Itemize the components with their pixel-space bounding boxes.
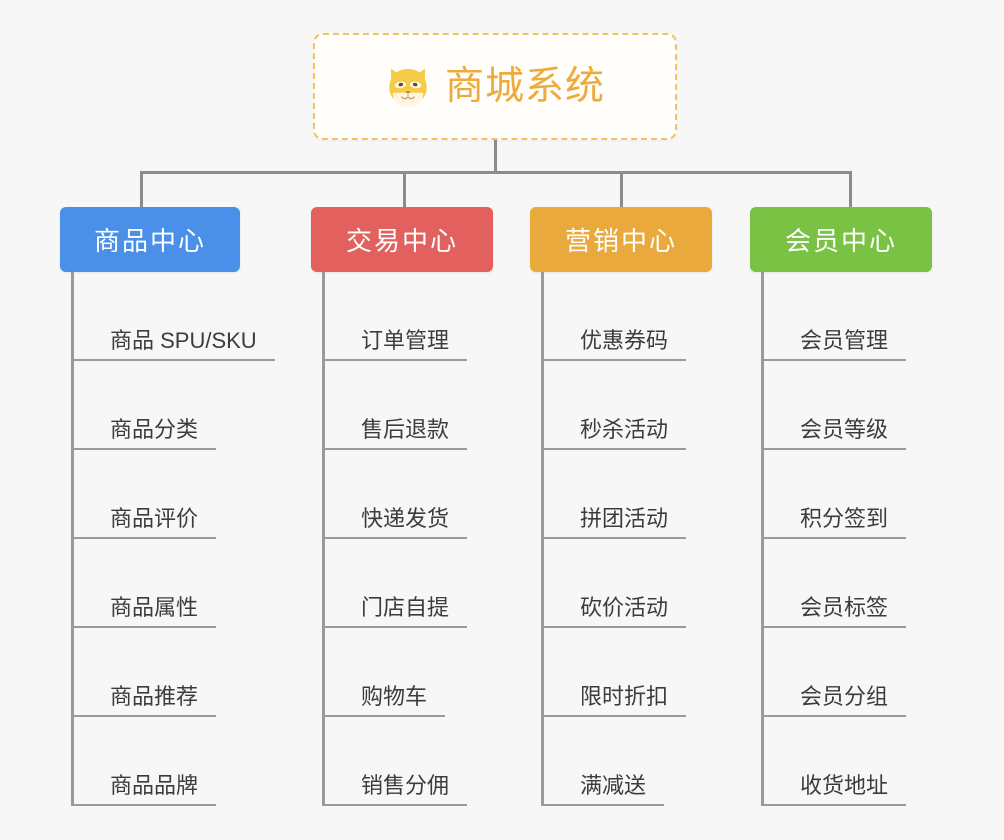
list-item[interactable]: 会员等级 [764,361,980,450]
leaf-label: 积分签到 [764,506,907,539]
category-label: 交易中心 [345,226,458,256]
list-item[interactable]: 砍价活动 [544,539,760,628]
branch-column-marketing-center: 营销中心 优惠券码 秒杀活动 拼团活动 砍价活动 限时折扣 满减送 [530,207,760,806]
leaf-label: 商品 SPU/SKU [74,328,275,361]
category-label: 会员中心 [784,226,897,256]
list-item[interactable]: 限时折扣 [544,628,760,717]
leaf-label: 商品推荐 [74,684,217,717]
category-label: 商品中心 [93,226,206,256]
leaf-list-member-center: 会员管理 会员等级 积分签到 会员标签 会员分组 收货地址 [761,272,980,806]
list-item[interactable]: 商品品牌 [74,717,310,806]
list-item[interactable]: 会员管理 [764,272,980,361]
leaf-label: 门店自提 [325,595,468,628]
connector-drop-2 [403,171,406,207]
list-item[interactable]: 售后退款 [325,361,541,450]
list-item[interactable]: 快递发货 [325,450,541,539]
root-node-content: 商城系统 [385,64,605,110]
list-item[interactable]: 商品评价 [74,450,310,539]
list-item[interactable]: 秒杀活动 [544,361,760,450]
leaf-label: 会员等级 [764,417,907,450]
connector-root-stem [494,140,497,173]
leaf-label: 商品属性 [74,595,217,628]
leaf-label: 秒杀活动 [544,417,687,450]
category-box-marketing-center[interactable]: 营销中心 [530,207,712,272]
list-item[interactable]: 拼团活动 [544,450,760,539]
leaf-label: 购物车 [325,684,446,717]
connector-horizontal-bus [140,171,852,174]
list-item[interactable]: 销售分佣 [325,717,541,806]
leaf-label: 满减送 [544,773,665,806]
root-title-label: 商城系统 [444,65,605,108]
category-box-trade-center[interactable]: 交易中心 [311,207,493,272]
list-item[interactable]: 商品分类 [74,361,310,450]
list-item[interactable]: 商品属性 [74,539,310,628]
leaf-label: 限时折扣 [544,684,687,717]
branch-column-member-center: 会员中心 会员管理 会员等级 积分签到 会员标签 会员分组 收货地址 [750,207,980,806]
category-box-member-center[interactable]: 会员中心 [750,207,932,272]
list-item[interactable]: 商品推荐 [74,628,310,717]
list-item[interactable]: 购物车 [325,628,541,717]
list-item[interactable]: 满减送 [544,717,760,806]
category-label: 营销中心 [564,226,677,256]
leaf-label: 拼团活动 [544,506,687,539]
leaf-label: 订单管理 [325,328,468,361]
leaf-label: 售后退款 [325,417,468,450]
list-item[interactable]: 会员标签 [764,539,980,628]
list-item[interactable]: 订单管理 [325,272,541,361]
connector-drop-1 [140,171,143,207]
leaf-label: 商品品牌 [74,773,217,806]
list-item[interactable]: 门店自提 [325,539,541,628]
leaf-list-product-center: 商品 SPU/SKU 商品分类 商品评价 商品属性 商品推荐 商品品牌 [71,272,310,806]
list-item[interactable]: 积分签到 [764,450,980,539]
connector-drop-3 [620,171,623,207]
leaf-label: 会员管理 [764,328,907,361]
shiba-inu-dog-face-icon [385,64,431,110]
connector-drop-4 [849,171,852,207]
leaf-list-trade-center: 订单管理 售后退款 快递发货 门店自提 购物车 销售分佣 [322,272,541,806]
list-item[interactable]: 收货地址 [764,717,980,806]
list-item[interactable]: 商品 SPU/SKU [74,272,310,361]
category-box-product-center[interactable]: 商品中心 [60,207,240,272]
leaf-label: 会员分组 [764,684,907,717]
branch-column-product-center: 商品中心 商品 SPU/SKU 商品分类 商品评价 商品属性 商品推荐 商品品牌 [60,207,310,806]
leaf-list-marketing-center: 优惠券码 秒杀活动 拼团活动 砍价活动 限时折扣 满减送 [541,272,760,806]
root-node-shop-system[interactable]: 商城系统 [313,33,677,140]
leaf-label: 商品分类 [74,417,217,450]
leaf-label: 商品评价 [74,506,217,539]
leaf-label: 砍价活动 [544,595,687,628]
branch-column-trade-center: 交易中心 订单管理 售后退款 快递发货 门店自提 购物车 销售分佣 [311,207,541,806]
leaf-label: 优惠券码 [544,328,687,361]
list-item[interactable]: 会员分组 [764,628,980,717]
leaf-label: 快递发货 [325,506,468,539]
leaf-label: 会员标签 [764,595,907,628]
list-item[interactable]: 优惠券码 [544,272,760,361]
leaf-label: 收货地址 [764,773,907,806]
leaf-label: 销售分佣 [325,773,468,806]
